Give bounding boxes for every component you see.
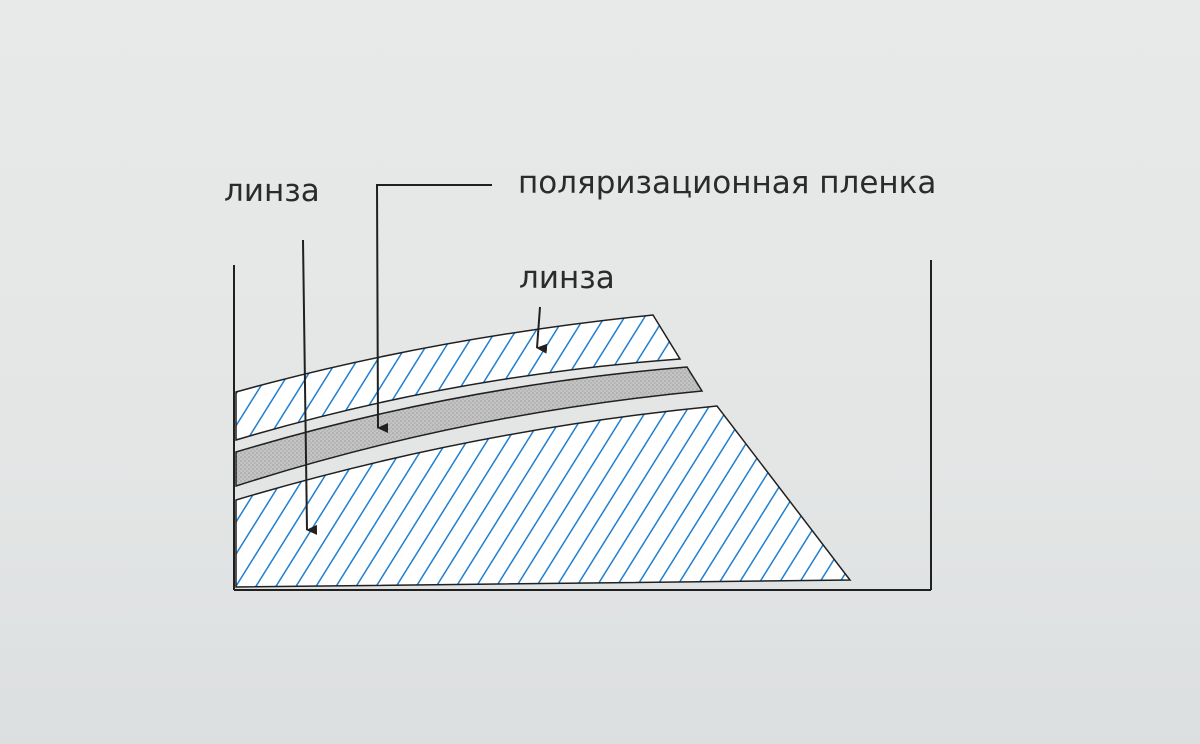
arrow-lens-top <box>536 306 548 354</box>
top-lens-layer <box>235 314 682 442</box>
label-lens-left: линза <box>224 173 320 209</box>
arrow-lens-left <box>302 239 318 535</box>
arrow-polarizing-film <box>375 184 492 433</box>
label-polarizing-film: поляризационная пленка <box>518 165 936 201</box>
polarizing-film-layer <box>235 366 704 488</box>
label-lens-top: линза <box>519 260 615 296</box>
bottom-lens-layer <box>235 405 852 588</box>
